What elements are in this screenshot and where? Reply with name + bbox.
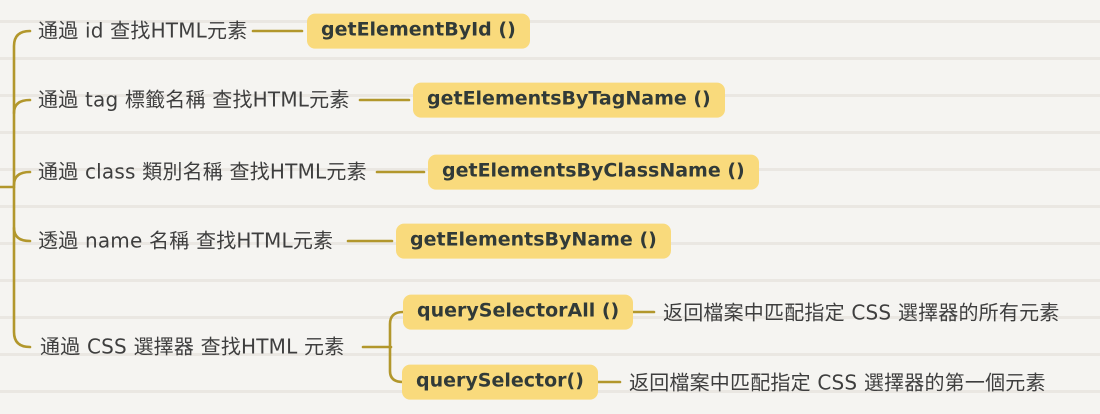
method-box-getelementsbyname[interactable]: getElementsByName () <box>396 223 671 259</box>
method-box-queryselectorall[interactable]: querySelectorAll () <box>403 294 634 330</box>
method-box-getelementbyid[interactable]: getElementById () <box>307 13 530 49</box>
method-box-getelementsbytagname[interactable]: getElementsByTagName () <box>413 82 725 118</box>
fork-connector-css <box>388 310 405 384</box>
method-box-queryselector[interactable]: querySelector() <box>402 364 598 400</box>
branch-curve-class <box>12 170 32 187</box>
branch-curve-name <box>12 226 32 243</box>
spine-connector <box>12 29 32 349</box>
description-queryselectorall[interactable]: 返回檔案中匹配指定 CSS 選擇器的所有元素 <box>663 300 1060 325</box>
branch-label-css[interactable]: 通過 CSS 選擇器 查找HTML 元素 <box>40 334 345 359</box>
branch-label-tag[interactable]: 通過 tag 標籤名稱 查找HTML元素 <box>38 87 350 112</box>
method-box-getelementsbyclassname[interactable]: getElementsByClassName () <box>428 154 759 190</box>
description-queryselector[interactable]: 返回檔案中匹配指定 CSS 選擇器的第一個元素 <box>629 370 1046 395</box>
branch-label-id[interactable]: 通過 id 查找HTML元素 <box>38 18 248 43</box>
branch-label-name[interactable]: 透過 name 名稱 查找HTML元素 <box>38 228 334 253</box>
branch-label-class[interactable]: 通過 class 類別名稱 查找HTML元素 <box>38 159 367 184</box>
branch-curve-tag <box>12 98 32 115</box>
